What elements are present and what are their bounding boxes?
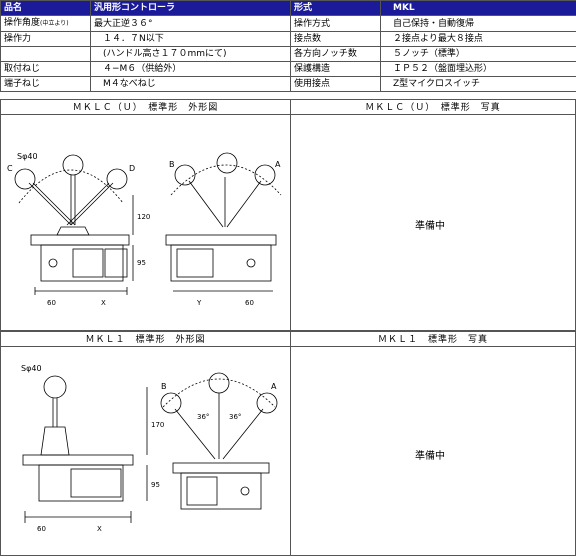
mklc-label-a: A xyxy=(275,160,281,169)
spec-row: 端子ねじ M４なべねじ 使用接点 Z型マイクロスイッチ xyxy=(1,77,576,92)
mklc-photo-placeholder: 準備中 xyxy=(415,217,445,232)
product-name-value: 汎用形コントローラ xyxy=(91,1,291,16)
mkl1-angle-right: 36° xyxy=(229,413,241,421)
spec-row: (ハンドル高さ１７０mmにて) 各方向ノッチ数 ５ノッチ（標準） xyxy=(1,47,576,62)
spec-label: 接点数 xyxy=(291,32,381,47)
model-label: 形式 xyxy=(291,1,381,16)
spec-label: 端子ねじ xyxy=(1,77,91,92)
spec-value: １４．７N以下 xyxy=(91,32,291,47)
mklc-photo-panel: 準備中 xyxy=(290,114,576,331)
mkl1-dim-x: X xyxy=(97,525,102,533)
spec-value: 自己保持・自動復帰 xyxy=(381,16,576,32)
spec-table: 品名 汎用形コントローラ 形式 MKL 操作角度(中立より) 最大正逆３６° 操… xyxy=(0,0,576,92)
spec-label: 取付ねじ xyxy=(1,62,91,77)
spec-value: ５ノッチ（標準） xyxy=(381,47,576,62)
spec-label: 操作力 xyxy=(1,32,91,47)
mklc-label-d: D xyxy=(129,164,135,173)
mklc-outline-drawing: Sφ40 C D B A 120 95 60 X Y 60 xyxy=(1,115,290,330)
spec-label: 操作角度(中立より) xyxy=(1,16,91,32)
mklc-drawing-panel: Sφ40 C D B A 120 95 60 X Y 60 xyxy=(0,114,291,331)
spec-value: M４なべねじ xyxy=(91,77,291,92)
spec-header-row: 品名 汎用形コントローラ 形式 MKL xyxy=(1,1,576,16)
mklc-label-c: C xyxy=(7,164,13,173)
mklc-photo-title: ＭＫＬＣ（Ｕ） 標準形 写真 xyxy=(290,99,576,115)
model-value: MKL xyxy=(381,1,576,16)
mkl1-photo-title: ＭＫＬ１ 標準形 写真 xyxy=(290,331,576,347)
spec-label: 保護構造 xyxy=(291,62,381,77)
mkl1-dim-95: 95 xyxy=(151,481,160,489)
mkl1-photo-placeholder: 準備中 xyxy=(415,447,445,462)
mklc-dim-x: X xyxy=(101,299,106,307)
spec-value: (ハンドル高さ１７０mmにて) xyxy=(91,47,291,62)
mkl1-drawing-title: ＭＫＬ１ 標準形 外形図 xyxy=(0,331,291,347)
spec-value: ４−M６（供給外） xyxy=(91,62,291,77)
mklc-dim-120: 120 xyxy=(137,213,150,221)
spec-label: 操作方式 xyxy=(291,16,381,32)
mkl1-drawing-panel: Sφ40 B A 36° 36° 170 95 60 X xyxy=(0,346,291,556)
spec-row: 取付ねじ ４−M６（供給外） 保護構造 ＩＰ５２（盤面埋込形） xyxy=(1,62,576,77)
mklc-drawing-title: ＭＫＬＣ（Ｕ） 標準形 外形図 xyxy=(0,99,291,115)
mkl1-label-a: A xyxy=(271,382,277,391)
spec-value: ２接点より最大８接点 xyxy=(381,32,576,47)
spec-value: 最大正逆３６° xyxy=(91,16,291,32)
spec-value: ＩＰ５２（盤面埋込形） xyxy=(381,62,576,77)
mklc-ball-label: Sφ40 xyxy=(17,152,38,161)
spec-row: 操作角度(中立より) 最大正逆３６° 操作方式 自己保持・自動復帰 xyxy=(1,16,576,32)
mkl1-angle-left: 36° xyxy=(197,413,209,421)
mkl1-photo-panel: 準備中 xyxy=(290,346,576,556)
mklc-dim-y: Y xyxy=(196,299,202,307)
spec-label: 使用接点 xyxy=(291,77,381,92)
mklc-label-b: B xyxy=(169,160,175,169)
spec-row: 操作力 １４．７N以下 接点数 ２接点より最大８接点 xyxy=(1,32,576,47)
spec-label xyxy=(1,47,91,62)
mkl1-dim-170: 170 xyxy=(151,421,164,429)
spec-value: Z型マイクロスイッチ xyxy=(381,77,576,92)
mklc-dim-60b: 60 xyxy=(245,299,254,307)
spec-label: 各方向ノッチ数 xyxy=(291,47,381,62)
mklc-dim-60: 60 xyxy=(47,299,56,307)
mklc-dim-95: 95 xyxy=(137,259,146,267)
mkl1-ball-label: Sφ40 xyxy=(21,364,42,373)
mkl1-dim-60: 60 xyxy=(37,525,46,533)
product-name-label: 品名 xyxy=(1,1,91,16)
mkl1-label-b: B xyxy=(161,382,167,391)
mkl1-outline-drawing: Sφ40 B A 36° 36° 170 95 60 X xyxy=(1,347,290,555)
